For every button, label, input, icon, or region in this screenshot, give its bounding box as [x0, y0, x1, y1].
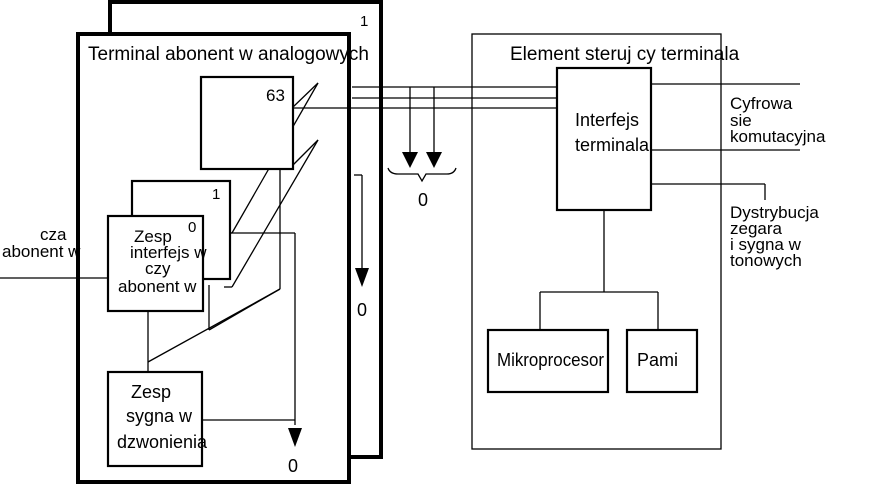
zero-label-ringing: 0 — [288, 456, 298, 476]
wiring — [0, 82, 800, 425]
svg-text:Zesp: Zesp — [131, 382, 171, 402]
subscriber-line-label-2: abonent w — [2, 242, 81, 261]
terminal-interface-line-2: terminala — [575, 135, 650, 155]
svg-text:Cyfrowa: Cyfrowa — [730, 94, 793, 113]
terminal-interface-box — [555, 66, 653, 212]
arrow-down-ringing — [288, 428, 302, 447]
ringing-unit-box — [106, 370, 204, 468]
svg-text:abonent w: abonent w — [118, 277, 197, 296]
ringing-unit-label: Zesp sygna w dzwonienia — [117, 382, 208, 452]
arrows — [288, 152, 442, 447]
svg-text:i sygna w: i sygna w — [730, 235, 802, 254]
digital-network-label: Cyfrowa sie komutacyjna — [730, 94, 826, 146]
zero-label-back-card: 0 — [357, 300, 367, 320]
memory-box — [625, 328, 699, 394]
terminal-interface-line-1: Interfejs — [575, 110, 639, 130]
svg-text:Zesp: Zesp — [134, 227, 172, 246]
controller-title: Element steruj cy terminala — [510, 44, 740, 65]
arrow-down-bus-2 — [426, 152, 442, 168]
svg-text:zegara: zegara — [730, 219, 783, 238]
svg-text:dzwonienia: dzwonienia — [117, 432, 208, 452]
subscriber-interface-label: Zesp interfejs w czy abonent w — [118, 227, 207, 296]
subscriber-interface-box — [106, 214, 205, 313]
svg-text:interfejs w: interfejs w — [130, 243, 207, 262]
svg-text:Dystrybucja: Dystrybucja — [730, 203, 819, 222]
subscriber-line-label-1: cza — [40, 225, 67, 244]
microprocessor-label: Mikroprocesor — [497, 350, 604, 370]
svg-text:czy: czy — [145, 259, 171, 278]
microprocessor-box — [486, 328, 610, 394]
terminal-title: Terminal abonent w analogowych — [88, 44, 369, 65]
svg-text:sie: sie — [730, 111, 752, 130]
arrow-down-back-card — [355, 268, 369, 287]
front-card-number: 0 — [188, 219, 196, 236]
controller-frame — [471, 33, 722, 450]
memory-label: Pami — [637, 350, 678, 370]
zero-label-bus: 0 — [418, 190, 428, 210]
svg-text:sygna w: sygna w — [126, 406, 193, 426]
arrow-down-bus-1 — [402, 152, 418, 168]
svg-text:komutacyjna: komutacyjna — [730, 127, 826, 146]
back-card-number: 1 — [360, 13, 368, 30]
svg-text:tonowych: tonowych — [730, 251, 802, 270]
group-count: 63 — [266, 86, 285, 105]
inner-card-number: 1 — [212, 186, 220, 203]
clock-distribution-label: Dystrybucja zegara i sygna w tonowych — [730, 203, 819, 270]
group-box-63 — [199, 75, 295, 171]
